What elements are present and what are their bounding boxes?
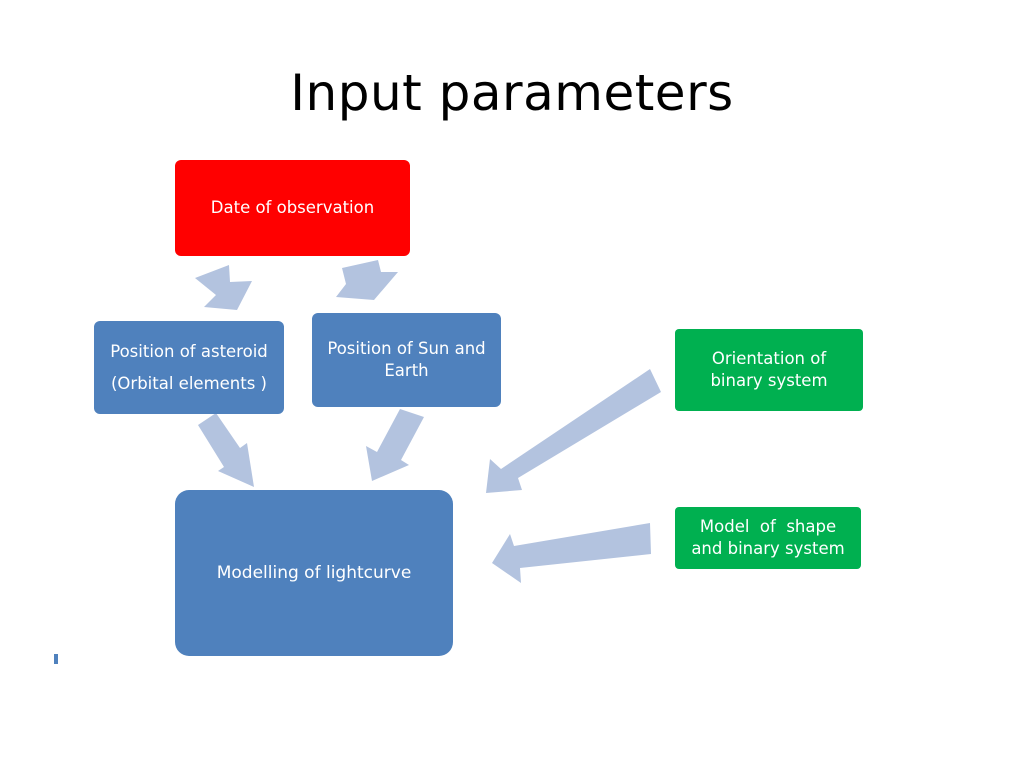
arrow-model-to-lightcurve	[492, 523, 651, 583]
arrow-date-to-sun-earth	[336, 260, 398, 300]
node-model-shape-binary: Model of shape and binary system	[675, 507, 861, 569]
node-date-of-observation: Date of observation	[175, 160, 410, 256]
node-asteroid-label: Position of asteroid	[110, 341, 268, 361]
node-orientation-label-line1: Orientation of	[711, 349, 827, 368]
node-lightcurve-label: Modelling of lightcurve	[216, 563, 412, 583]
arrow-orientation-to-lightcurve	[486, 369, 661, 493]
node-position-of-sun-earth: Position of Sun and Earth	[312, 313, 501, 407]
node-asteroid-sublabel: (Orbital elements )	[111, 373, 267, 393]
arrow-date-to-asteroid	[195, 265, 252, 310]
node-model-label-line1: Model of shape	[699, 517, 837, 536]
node-orientation-label-line2: binary system	[710, 371, 828, 390]
node-model-label-line2: and binary system	[691, 539, 845, 558]
arrow-sun-earth-to-lightcurve	[366, 409, 424, 481]
node-sun-earth-label-line2: Earth	[384, 361, 429, 380]
slide-title: Input parameters	[290, 64, 734, 122]
arrow-asteroid-to-lightcurve	[198, 413, 254, 487]
node-modelling-of-lightcurve: Modelling of lightcurve	[175, 490, 453, 656]
node-orientation-binary-system: Orientation of binary system	[675, 329, 863, 411]
slide-marker	[54, 654, 58, 664]
node-sun-earth-label-line1: Position of Sun and	[327, 339, 486, 358]
node-date-label: Date of observation	[210, 198, 375, 217]
node-position-of-asteroid: Position of asteroid (Orbital elements )	[94, 321, 284, 414]
